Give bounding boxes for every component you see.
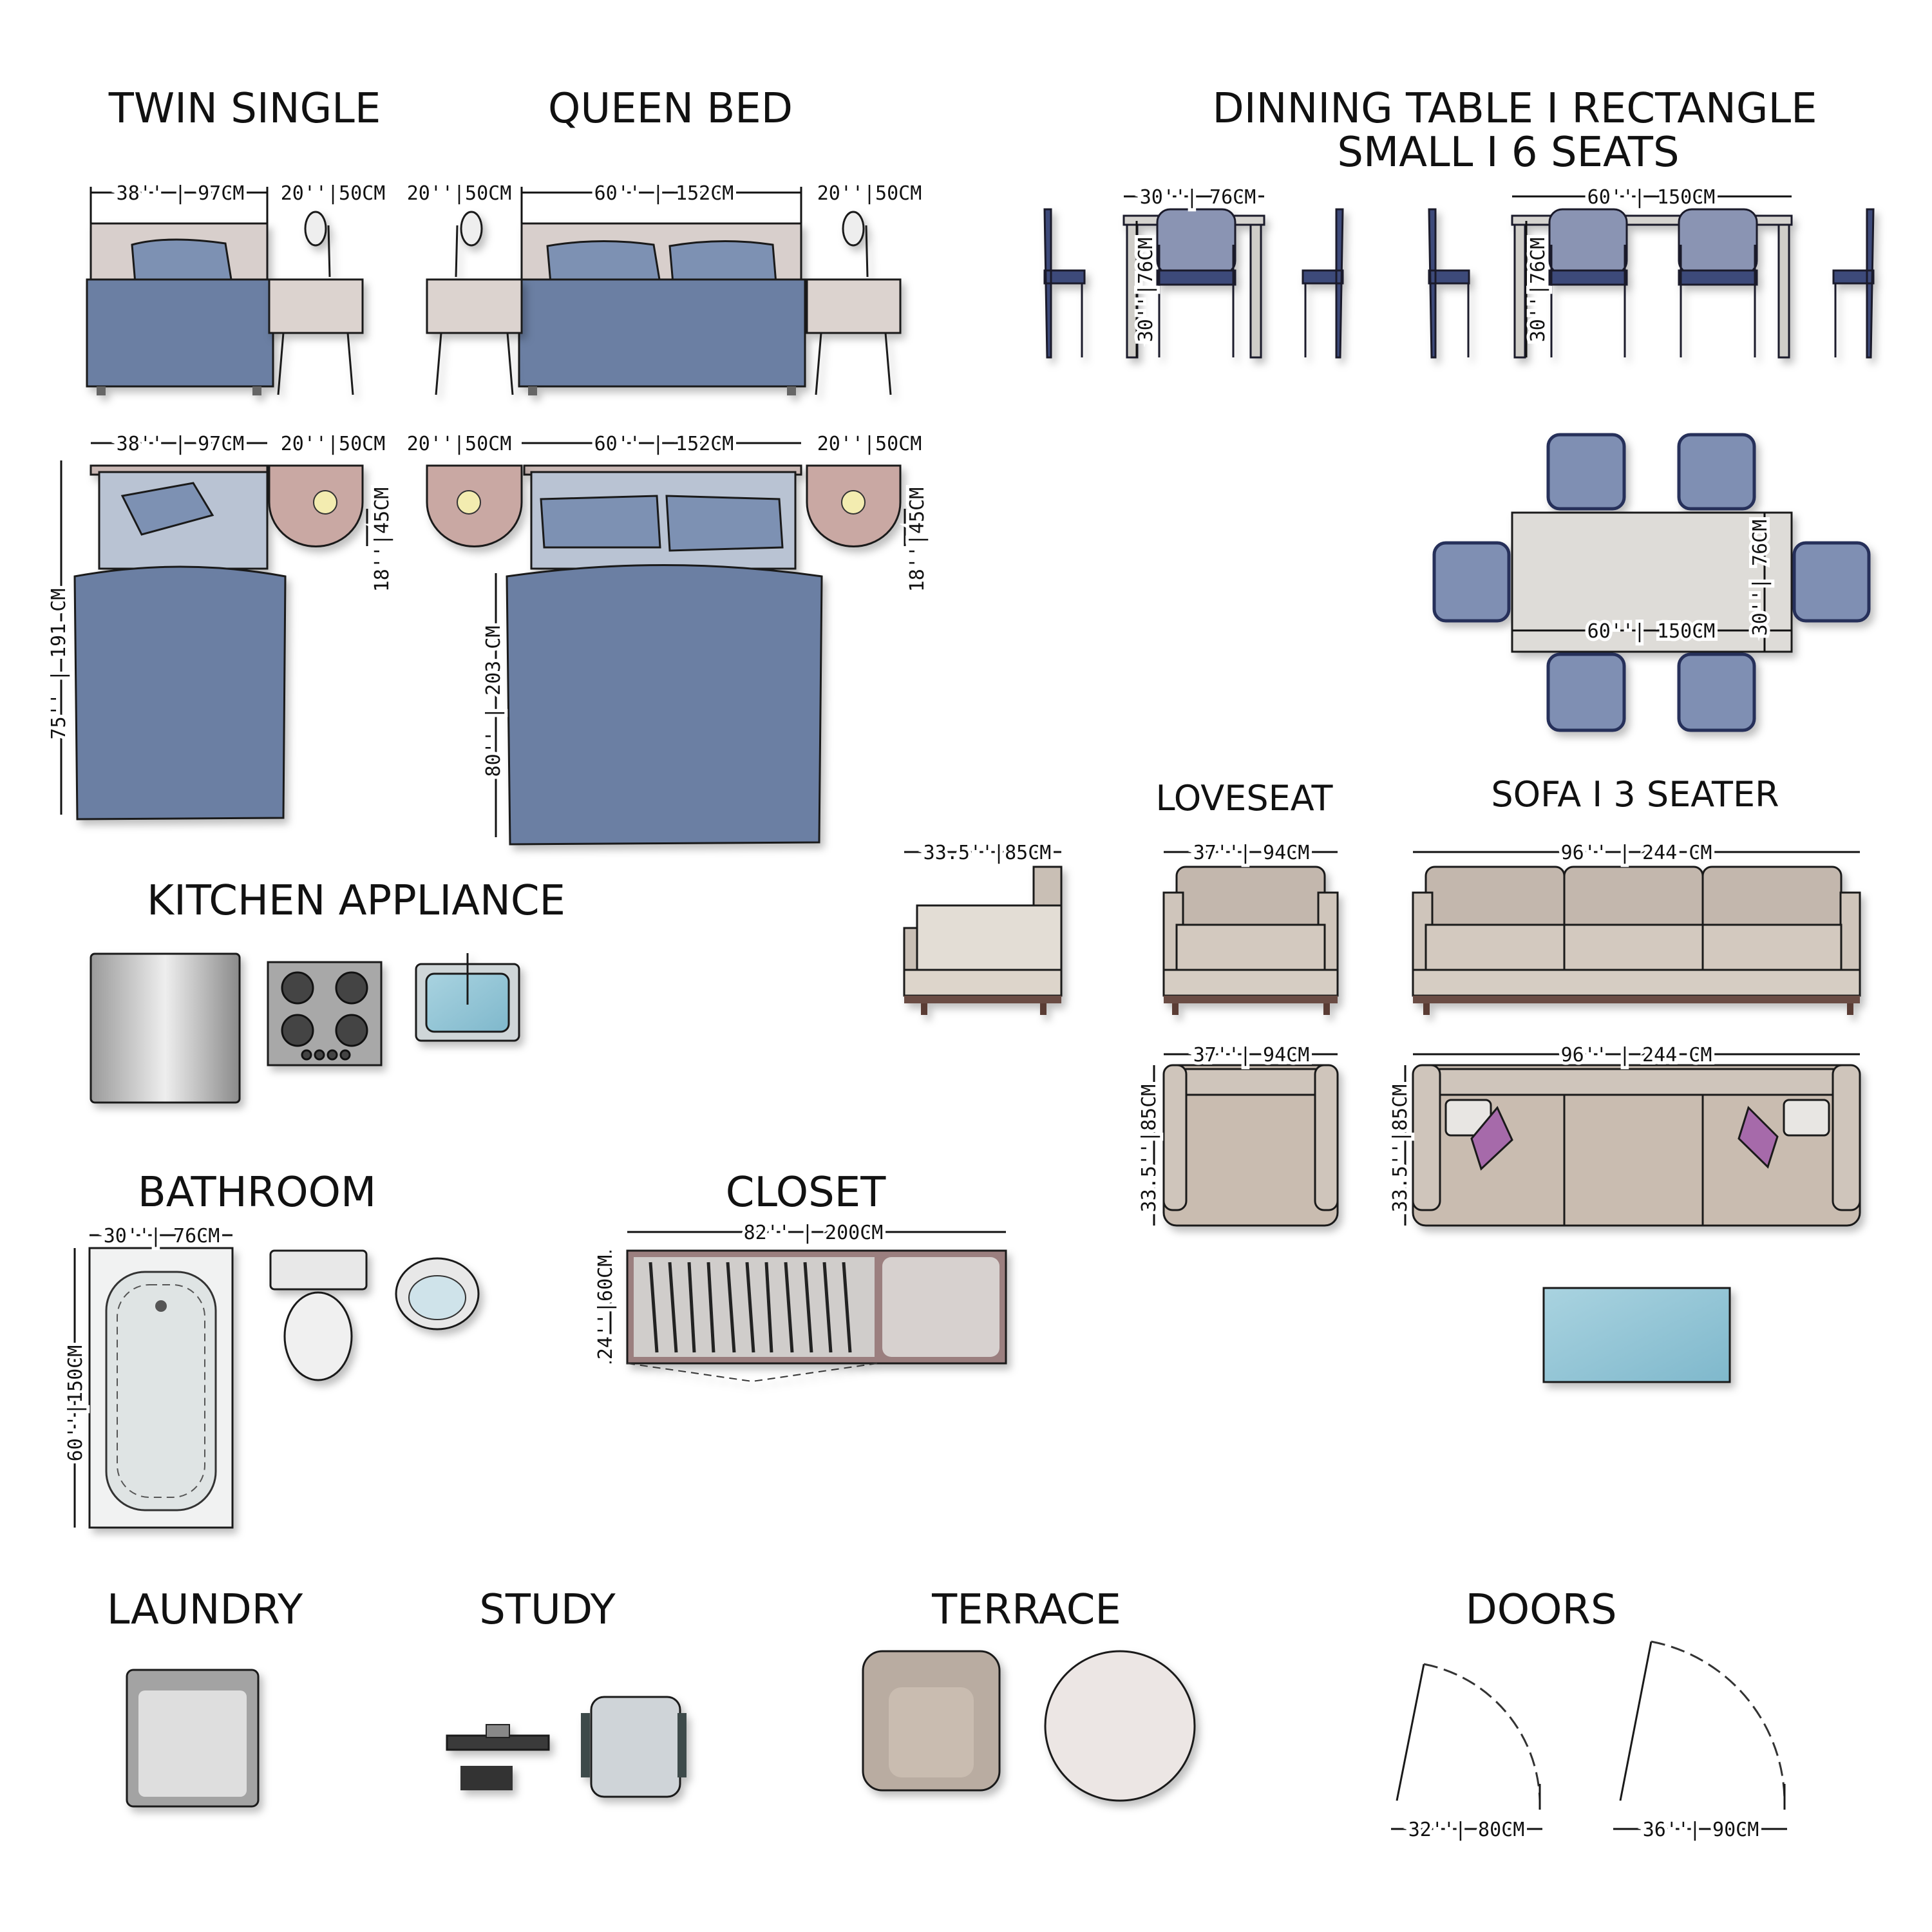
- heading-terrace: TERRACE: [931, 1586, 1121, 1634]
- heading-closet: CLOSET: [726, 1169, 887, 1217]
- heading-study: STUDY: [479, 1586, 616, 1634]
- dim-seat-depth: 33.5''|85CM: [1389, 1084, 1412, 1213]
- dim-nightstand-depth: 18''|45CM: [906, 488, 929, 592]
- bathroom-sink: [395, 1257, 480, 1331]
- nightstand-with-lamp: [268, 211, 364, 395]
- heading-loveseat: LOVESEAT: [1156, 778, 1334, 819]
- dining-set-small-elevation: [1043, 208, 1344, 359]
- dim-nightstand-width: 20''|50CM: [407, 433, 512, 455]
- bed-plan-dimensions: 38'' | 97CM 20''|50CM 20''|50CM 60'' | 1…: [44, 430, 932, 837]
- sofa-front-elevation: [1412, 866, 1861, 1015]
- dim-loveseat-width: 37''| 94CM: [1193, 1044, 1310, 1066]
- heading-dining-table: DINNING TABLE I RECTANGLE: [1212, 85, 1817, 133]
- nightstands-plan: [268, 464, 902, 547]
- dim-tub-length: 60''|150CM: [64, 1345, 87, 1462]
- dim-queen-width: 60'' | 152CM: [594, 433, 734, 455]
- dim-nightstand-width: 20''|50CM: [817, 433, 922, 455]
- dining-elevation-dimensions: 30''| 76CM 60''| 150CM 30''|76CM 30''|76…: [1124, 183, 1792, 357]
- dim-closet-depth: 24''|60CM: [594, 1255, 617, 1360]
- heading-kitchen: KITCHEN APPLIANCE: [147, 877, 565, 925]
- terrace-furniture: [862, 1650, 1196, 1802]
- office-chair: [590, 1696, 681, 1798]
- dim-dining-height: 30''|76CM: [1135, 238, 1157, 343]
- dim-nightstand-width: 20''|50CM: [817, 182, 922, 205]
- dining-table-top: [1511, 511, 1793, 653]
- dim-nightstand-width: 20''|50CM: [281, 182, 386, 205]
- dim-dining-top-depth: 30''| 76CM: [1749, 520, 1772, 636]
- dim-queen-length: 80'' | 203 CM: [482, 626, 505, 777]
- sofa-side-elevation: [903, 866, 1063, 1015]
- dining-set-plan: [1432, 433, 1871, 732]
- accent-pillow: [1738, 1106, 1779, 1169]
- toilet: [269, 1249, 368, 1381]
- dim-sofa-width: 96'' | 244 CM: [1561, 842, 1712, 864]
- refrigerator: [90, 952, 241, 1104]
- nightstands-elevation: [268, 211, 902, 395]
- dining-chair-plan: [1546, 433, 1626, 511]
- glass-coffee-table: [1542, 1287, 1731, 1383]
- closet-plan: [626, 1249, 1007, 1383]
- dining-chair-plan: [1546, 652, 1626, 732]
- dim-dining-depth: 30''| 76CM: [1140, 186, 1256, 209]
- dim-twin-width: 38'' | 97CM: [117, 182, 245, 205]
- accent-pillow: [1470, 1106, 1513, 1171]
- sofa-dimensions: 33.5''|85CM 37''| 94CM 96'' | 244 CM 37'…: [904, 838, 1860, 1226]
- keyboard: [460, 1766, 513, 1790]
- dim-twin-length: 75'' | 191 CM: [48, 589, 70, 740]
- dim-tub-width: 30''| 76CM: [104, 1225, 220, 1247]
- twin-bed-plan: [73, 464, 287, 820]
- dining-chair-plan: [1792, 541, 1871, 623]
- dining-plan-dimensions: 60''| 150CM 30''| 76CM: [1512, 513, 1792, 652]
- heading-bathroom: BATHROOM: [138, 1169, 376, 1217]
- dining-set-large-elevation: [1428, 208, 1875, 359]
- door-swing-small: [1396, 1663, 1541, 1810]
- bathroom-dimensions: 30''| 76CM 60''|150CM: [61, 1222, 232, 1528]
- nightstand-with-lamp: [426, 211, 523, 395]
- queen-bed-plan: [506, 464, 823, 846]
- queen-bed-elevation: [518, 222, 806, 395]
- dim-closet-width: 82'' | 200CM: [744, 1222, 884, 1244]
- dim-sofa-width: 96'' | 244 CM: [1561, 1044, 1712, 1066]
- dim-nightstand-width: 20''|50CM: [407, 182, 512, 205]
- dining-chair-plan: [1677, 652, 1756, 732]
- dim-seat-depth: 33.5''|85CM: [1138, 1084, 1160, 1213]
- sofa-plan: [1412, 1064, 1861, 1227]
- heading-sofa: SOFA I 3 SEATER: [1491, 774, 1779, 815]
- heading-queen-bed: QUEEN BED: [548, 85, 793, 133]
- dining-chair-plan: [1677, 433, 1756, 511]
- bathroom-fixtures: [88, 1247, 480, 1529]
- dim-dining-width: 60''| 150CM: [1587, 186, 1716, 209]
- twin-bed-elevation: [86, 222, 274, 395]
- kitchen-appliances: [90, 952, 520, 1104]
- dim-door-small: 32''| 80CM: [1408, 1819, 1525, 1841]
- cushion: [1783, 1099, 1830, 1137]
- loveseat-front-elevation: [1162, 866, 1339, 1015]
- dim-loveseat-width: 37''| 94CM: [1193, 842, 1310, 864]
- dining-chair-plan: [1432, 541, 1511, 623]
- heading-laundry: LAUNDRY: [107, 1586, 303, 1634]
- heading-doors: DOORS: [1465, 1586, 1616, 1634]
- nightstand-with-lamp: [806, 211, 902, 395]
- bed-elevation-dimensions: 38'' | 97CM 20''|50CM 20''|50CM 60'' | 1…: [90, 179, 925, 223]
- dim-twin-width: 38'' | 97CM: [117, 433, 245, 455]
- door-swing-large: [1619, 1640, 1786, 1810]
- washing-machine: [126, 1669, 260, 1808]
- dim-nightstand-width: 20''|50CM: [281, 433, 386, 455]
- closet-dimensions: 82'' | 200CM 24''|60CM: [591, 1218, 1006, 1363]
- dim-dining-height: 30''|76CM: [1527, 238, 1549, 343]
- dim-sofa-side-depth: 33.5''|85CM: [923, 842, 1052, 864]
- door-dimensions: 32''| 80CM 36''| 90CM: [1391, 1815, 1787, 1844]
- dim-queen-width: 60'' | 152CM: [594, 182, 734, 205]
- round-side-table: [1044, 1650, 1196, 1802]
- dim-door-large: 36''| 90CM: [1643, 1819, 1759, 1841]
- study-desk-set: [446, 1696, 687, 1798]
- heading-twin-single: TWIN SINGLE: [108, 85, 381, 133]
- heading-dining-subtitle: SMALL I 6 SEATS: [1337, 129, 1679, 176]
- dim-nightstand-depth: 18''|45CM: [371, 488, 393, 592]
- loveseat-plan: [1162, 1064, 1339, 1227]
- dim-dining-top-width: 60''| 150CM: [1587, 620, 1716, 643]
